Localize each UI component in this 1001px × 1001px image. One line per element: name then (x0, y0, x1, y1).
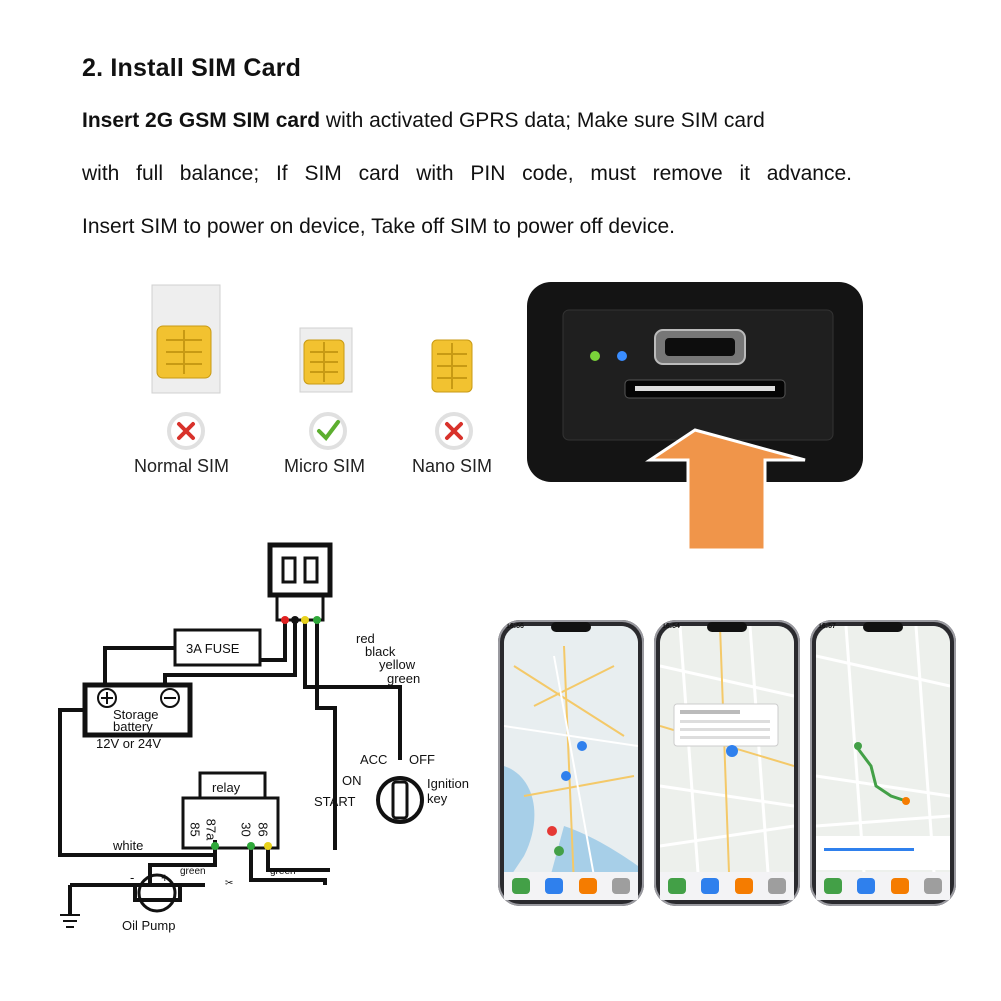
black-wire-dot (291, 616, 299, 624)
sim-slot-icon (624, 379, 786, 399)
instruction-line-3: Insert SIM to power on device, Take off … (82, 215, 675, 238)
instruction-line-1-rest: with activated GPRS data; Make sure SIM … (320, 109, 765, 132)
wire-label-black: black (365, 644, 396, 659)
instruction-bold: Insert 2G GSM SIM card (82, 109, 321, 132)
relay-pin-30: 30 (238, 822, 254, 837)
wire-label-red: red (356, 631, 375, 646)
map-view (660, 626, 794, 900)
wire-label-green-left: green (180, 866, 206, 877)
wire-label-white: white (113, 838, 144, 853)
micro-sim-check-icon (309, 412, 347, 450)
green-wire-dot (313, 616, 321, 624)
phone-notch (863, 622, 903, 632)
relay-pin-87a: 87a (203, 818, 219, 841)
app-tab-bar (660, 872, 794, 900)
tab-manage[interactable] (545, 878, 564, 894)
sim-label-micro: Micro SIM (284, 456, 365, 476)
battery-plus-icon (97, 688, 117, 708)
map-view (816, 626, 950, 900)
green-led-icon (590, 351, 600, 361)
instruction-line-2: with full balance; If SIM card with PIN … (82, 162, 852, 185)
tab-user[interactable] (890, 878, 909, 894)
battery-label-1: Storage (113, 707, 159, 722)
phone-mockup-2: 16:54 (654, 620, 800, 906)
pump-minus: - (130, 870, 135, 885)
phone-notch (707, 622, 747, 632)
tab-position[interactable] (823, 878, 842, 894)
sim-label-nano: Nano SIM (412, 456, 493, 476)
tab-manage[interactable] (701, 878, 720, 894)
app-tab-bar (504, 872, 638, 900)
ignition-acc: ACC (360, 752, 388, 767)
yellow-wire-dot (301, 616, 309, 624)
blue-led-icon (617, 351, 627, 361)
tab-manage[interactable] (857, 878, 876, 894)
ignition-start: START (314, 794, 356, 809)
status-time: 16:54 (662, 623, 680, 630)
fuse-label: 3A FUSE (186, 641, 240, 656)
phone-screen (816, 626, 950, 900)
relay-pin-dot (211, 842, 219, 850)
relay-label: relay (212, 780, 241, 795)
instruction-line-1: Insert 2G GSM SIM card with activated GP… (82, 108, 852, 134)
wire-label-green-right: green (270, 866, 296, 877)
status-time: 16:56 (506, 623, 524, 630)
map-view (504, 626, 638, 900)
nano-sim-cross-icon (435, 412, 473, 450)
usb-port-icon (654, 329, 746, 365)
svg-text:✂: ✂ (225, 878, 233, 889)
pump-plus: + (161, 870, 169, 885)
tab-position[interactable] (667, 878, 686, 894)
wiring-diagram: ✂ (58, 542, 424, 928)
ignition-label-2: key (427, 791, 448, 806)
tab-user[interactable] (578, 878, 597, 894)
ignition-key-icon (376, 776, 424, 824)
battery-label-2: battery (113, 719, 153, 734)
normal-sim-cross-icon (167, 412, 205, 450)
section-title: 2. Install SIM Card (82, 54, 302, 82)
oil-pump-label: Oil Pump (122, 918, 176, 933)
tab-position[interactable] (511, 878, 530, 894)
gps-tracker-device (527, 282, 863, 552)
ignition-label-1: Ignition (427, 776, 469, 791)
tab-more[interactable] (612, 878, 631, 894)
tab-more[interactable] (768, 878, 787, 894)
tab-more[interactable] (924, 878, 943, 894)
ignition-off: OFF (409, 752, 435, 767)
wire-label-green: green (387, 671, 421, 686)
battery-voltage: 12V or 24V (96, 736, 162, 751)
red-wire-dot (281, 616, 289, 624)
insert-arrow-icon (645, 428, 806, 552)
ignition-on: ON (342, 773, 362, 788)
relay-pin-85: 85 (187, 822, 203, 837)
sim-label-normal: Normal SIM (134, 456, 230, 476)
relay-pin-dot (264, 842, 272, 850)
micro-sim-card-icon (299, 327, 353, 393)
status-time: 16:57 (818, 623, 836, 630)
normal-sim-card-icon (151, 284, 221, 394)
sim-card-illustration (151, 284, 473, 450)
phone-notch (551, 622, 591, 632)
phone-mockup-3: 16:57 (810, 620, 956, 906)
battery-minus-icon (160, 688, 180, 708)
app-tab-bar (816, 872, 950, 900)
tab-user[interactable] (734, 878, 753, 894)
wire-label-yellow: yellow (379, 657, 416, 672)
phone-screen (660, 626, 794, 900)
relay-pin-86: 86 (255, 822, 271, 837)
phone-mockup-1: 16:56 (498, 620, 644, 906)
relay-pin-dot (247, 842, 255, 850)
phone-screen (504, 626, 638, 900)
scissors-icon: ✂ (225, 878, 233, 889)
nano-sim-card-icon (431, 339, 473, 393)
